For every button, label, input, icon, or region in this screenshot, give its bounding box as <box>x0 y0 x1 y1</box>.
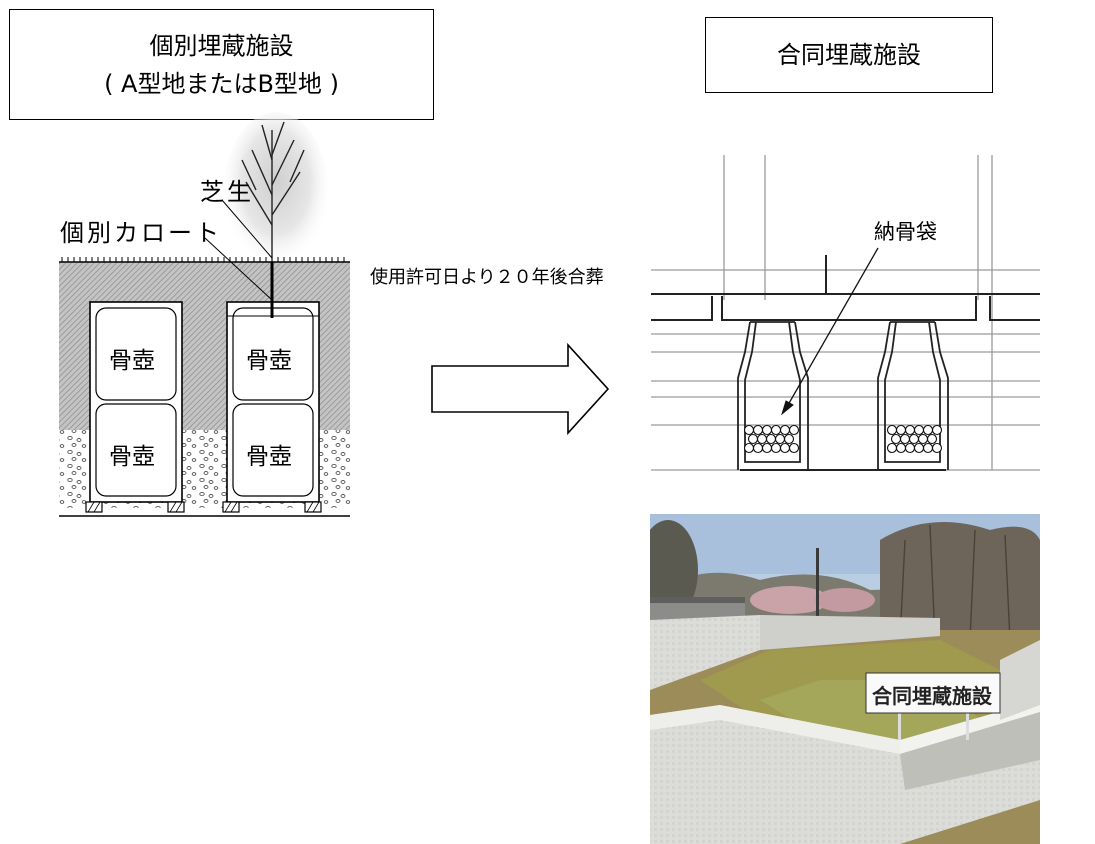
lawn-label: 芝生 <box>200 178 254 206</box>
photo-sign-text: 合同埋蔵施設 <box>872 684 992 708</box>
joint-burial-photo <box>650 514 1040 844</box>
individual-burial-subtitle: ( A型地またはB型地 ) <box>104 69 339 98</box>
individual-carot-label: 個別カロート <box>60 219 222 247</box>
urn-label: 骨壺 <box>246 444 292 470</box>
individual-burial-title: 個別埋蔵施設 <box>149 31 294 60</box>
urn-label: 骨壺 <box>109 348 155 374</box>
urn-label: 骨壺 <box>109 444 155 470</box>
tree-icon <box>224 112 328 268</box>
joint-burial-title-box: 合同埋蔵施設 <box>705 17 993 93</box>
transition-arrow <box>431 342 610 436</box>
individual-burial-section <box>59 112 350 517</box>
joint-burial-section <box>651 155 1040 471</box>
ossuary-bag-label: 納骨袋 <box>874 220 937 244</box>
individual-burial-title-box: 個別埋蔵施設 ( A型地またはB型地 ) <box>9 9 434 120</box>
joint-burial-title: 合同埋蔵施設 <box>777 41 921 69</box>
urn-label: 骨壺 <box>246 348 292 374</box>
period-note: 使用許可日より２０年後合葬 <box>370 267 604 288</box>
